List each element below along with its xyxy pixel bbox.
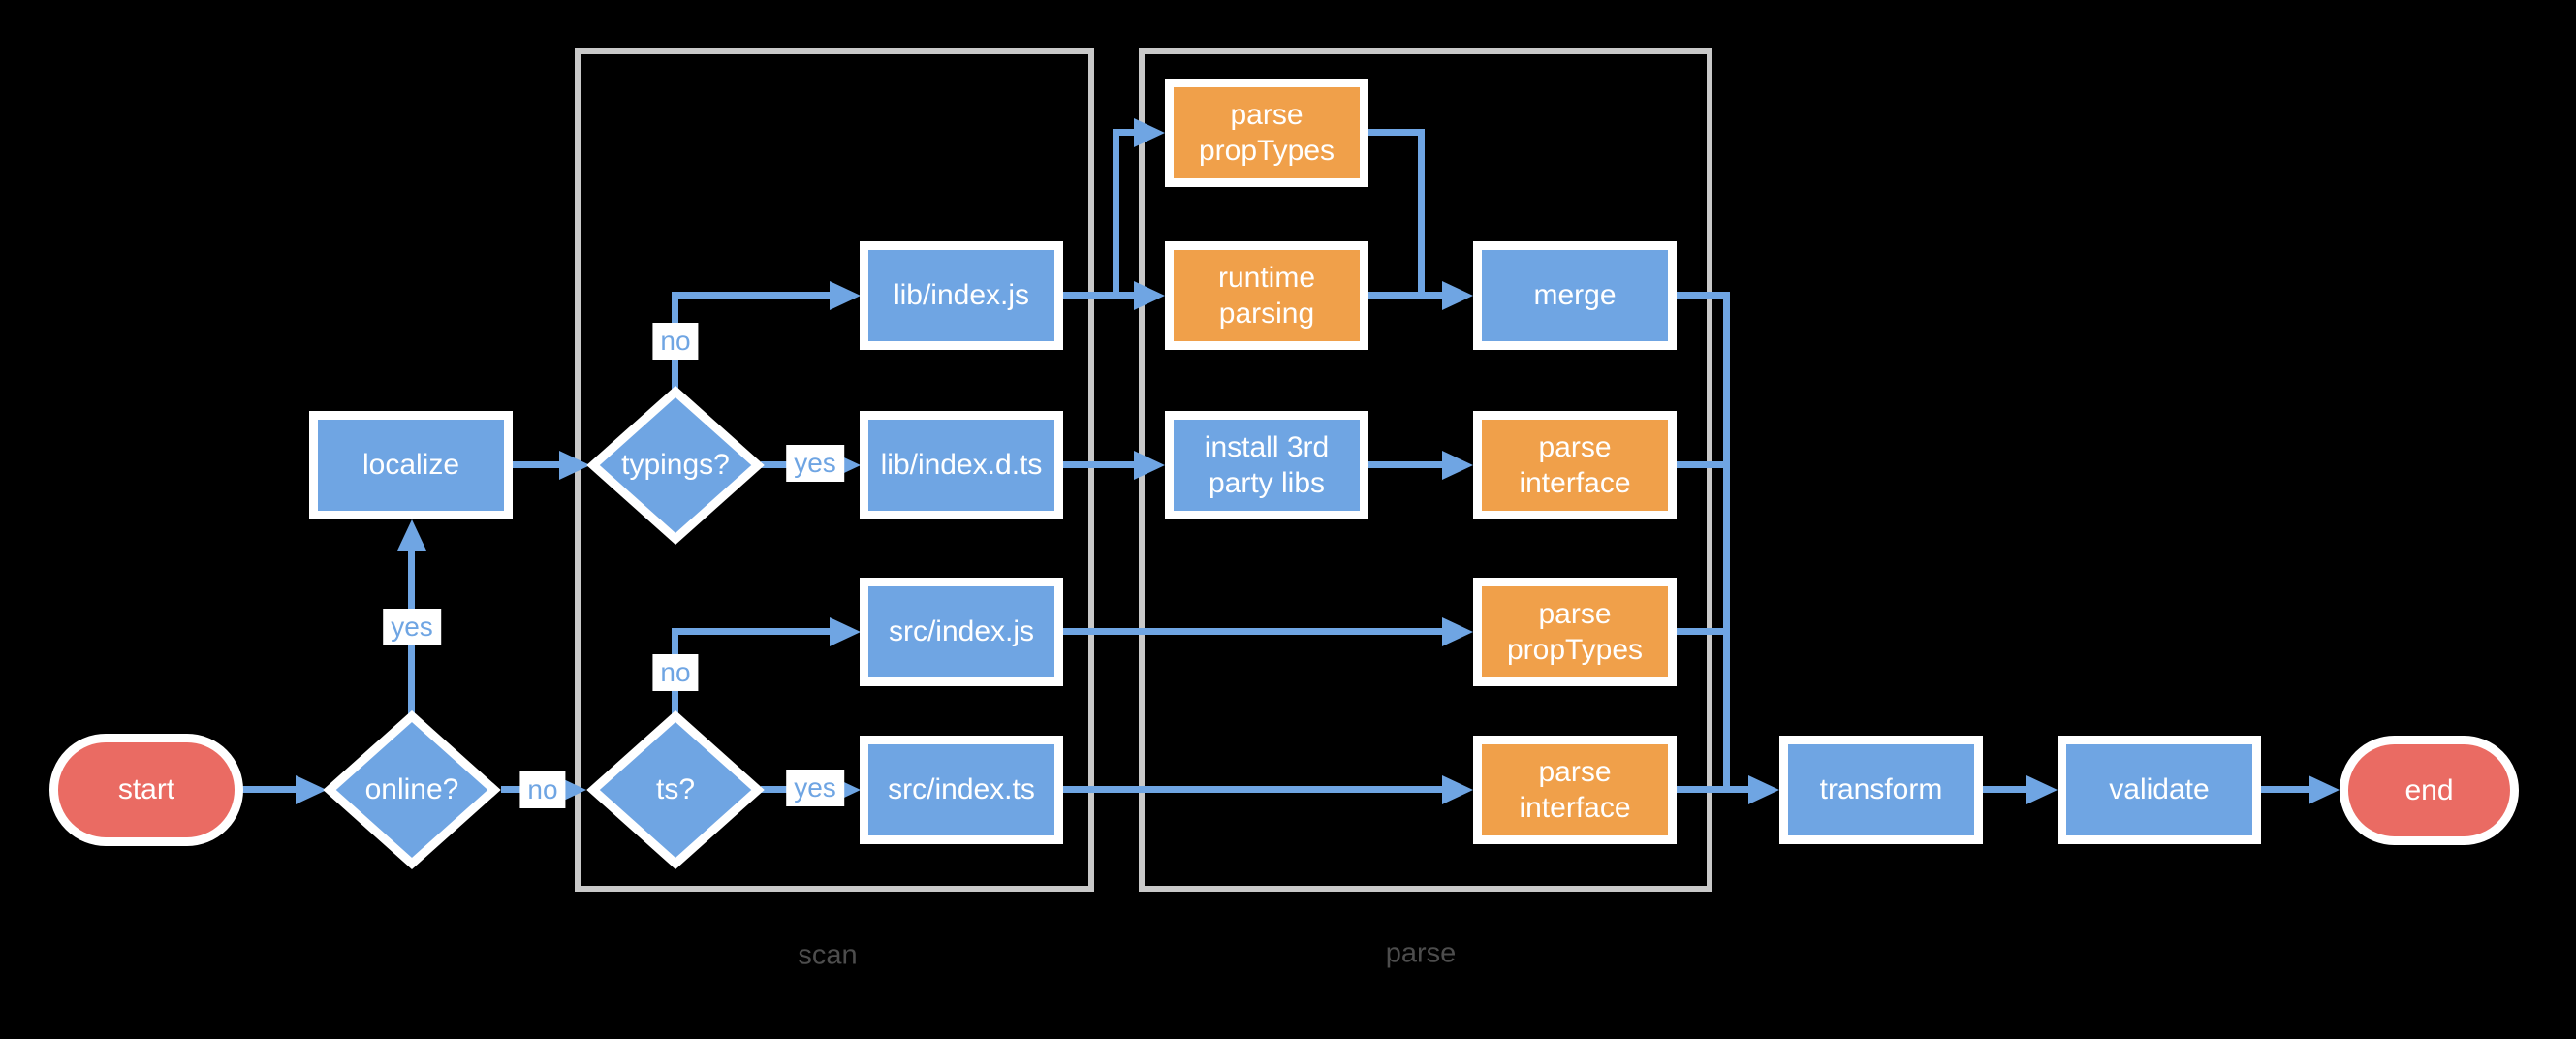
node-typings-decision: typings? bbox=[586, 385, 765, 546]
edge-libjs-proptypes-v bbox=[1113, 129, 1119, 299]
edge-label-online-no: no bbox=[519, 771, 566, 808]
node-src-index-js: src/index.js bbox=[860, 578, 1063, 686]
node-install-3rd-party: install 3rd party libs bbox=[1165, 411, 1368, 520]
arrowhead bbox=[2026, 775, 2058, 804]
node-end: end bbox=[2340, 736, 2519, 845]
diamond-shape-icon bbox=[586, 709, 765, 870]
edge-validate-end bbox=[2252, 786, 2309, 793]
arrowhead bbox=[2309, 775, 2340, 804]
edge-label-online-yes: yes bbox=[383, 609, 441, 645]
edge-libdts-install bbox=[1054, 461, 1134, 468]
edge-libjs-proptypes-h bbox=[1113, 129, 1134, 136]
scan-container-label: scan bbox=[798, 939, 858, 971]
edge-typings-libjs-h bbox=[672, 292, 830, 299]
node-start: start bbox=[49, 734, 243, 846]
arrowhead bbox=[830, 281, 861, 310]
edge-start-online bbox=[235, 786, 296, 793]
arrowhead bbox=[1442, 775, 1473, 804]
node-ts-label: ts? bbox=[655, 773, 696, 805]
edge-proptypes-merge-h bbox=[1360, 129, 1425, 136]
edge-proptypes-merge-v bbox=[1418, 129, 1425, 299]
edge-srcts-interface bbox=[1054, 786, 1442, 793]
diamond-shape-icon bbox=[323, 709, 501, 870]
arrowhead bbox=[397, 520, 426, 551]
arrowhead bbox=[296, 775, 327, 804]
edge-label-typings-yes: yes bbox=[786, 445, 844, 482]
edge-label-ts-yes: yes bbox=[786, 770, 844, 806]
edge-transform-validate bbox=[1974, 786, 2026, 793]
node-src-index-ts: src/index.ts bbox=[860, 736, 1063, 844]
diamond-shape-icon bbox=[586, 385, 765, 546]
arrowhead bbox=[1134, 281, 1165, 310]
node-transform: transform bbox=[1779, 736, 1983, 844]
edge-ts-srcjs-h bbox=[672, 628, 830, 635]
node-runtime-parsing: runtime parsing bbox=[1165, 241, 1368, 350]
edge-runtime-merge bbox=[1360, 292, 1442, 299]
arrowhead bbox=[1134, 118, 1165, 147]
node-online-label: online? bbox=[364, 773, 459, 805]
arrowhead bbox=[1134, 451, 1165, 480]
edge-label-ts-no: no bbox=[652, 654, 699, 691]
edge-interface-transform bbox=[1668, 786, 1748, 793]
node-parse-proptypes-bottom: parse propTypes bbox=[1473, 578, 1677, 686]
arrowhead bbox=[1442, 281, 1473, 310]
node-validate: validate bbox=[2058, 736, 2261, 844]
node-parse-interface-mid: parse interface bbox=[1473, 411, 1677, 520]
arrowhead bbox=[1442, 617, 1473, 646]
edge-proptypes2-bus bbox=[1668, 628, 1727, 635]
arrowhead bbox=[830, 617, 861, 646]
parse-container-label: parse bbox=[1385, 937, 1457, 969]
edge-merge-bus bbox=[1668, 292, 1730, 299]
node-localize: localize bbox=[309, 411, 513, 520]
node-typings-label: typings? bbox=[621, 449, 730, 481]
node-ts-decision: ts? bbox=[586, 709, 765, 870]
node-merge: merge bbox=[1473, 241, 1677, 350]
node-parse-interface-bottom: parse interface bbox=[1473, 736, 1677, 844]
arrowhead bbox=[1442, 451, 1473, 480]
arrowhead bbox=[1748, 775, 1779, 804]
node-lib-index-js: lib/index.js bbox=[860, 241, 1063, 350]
edge-libjs-runtime bbox=[1054, 292, 1134, 299]
node-lib-index-d-ts: lib/index.d.ts bbox=[860, 411, 1063, 520]
edge-install-interface bbox=[1360, 461, 1442, 468]
edge-srcjs-proptypes bbox=[1054, 628, 1442, 635]
edge-localize-typings bbox=[504, 461, 559, 468]
node-online-decision: online? bbox=[323, 709, 501, 870]
arrowhead bbox=[559, 451, 590, 480]
node-parse-proptypes-top: parse propTypes bbox=[1165, 79, 1368, 187]
edge-label-typings-no: no bbox=[652, 323, 699, 360]
edge-interface-bus bbox=[1668, 461, 1727, 468]
edge-bus-vertical bbox=[1723, 292, 1730, 793]
